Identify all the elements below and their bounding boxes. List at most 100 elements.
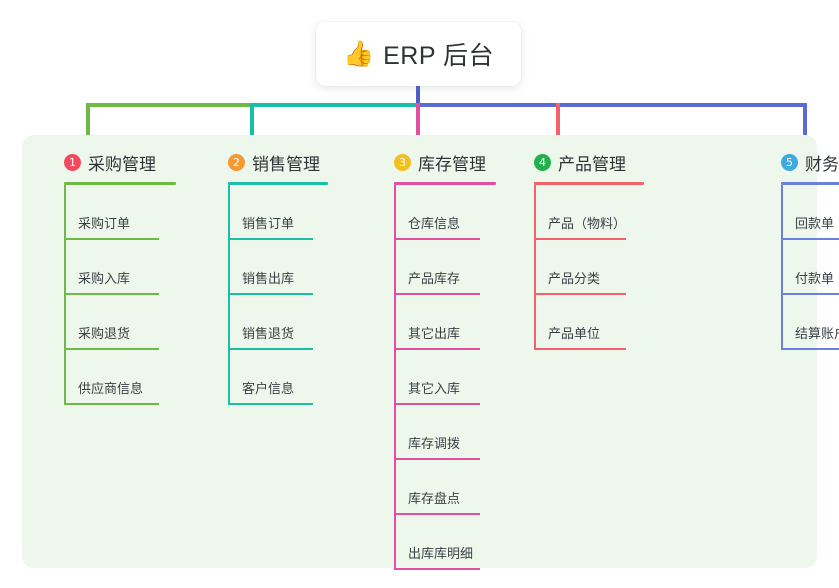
leaf-item-rule xyxy=(228,293,313,295)
leaf-item-rule xyxy=(64,348,159,350)
leaf-item[interactable]: 销售出库 xyxy=(214,240,354,295)
leaf-item-label: 其它入库 xyxy=(408,381,461,396)
bus-segment-teal xyxy=(250,103,418,107)
column-badge-3: 3 xyxy=(394,153,411,171)
leaf-item[interactable]: 库存调拨 xyxy=(380,405,520,460)
leaf-item[interactable]: 销售订单 xyxy=(214,185,354,240)
column-title-4: 产品管理 xyxy=(558,154,626,174)
column-title-2: 销售管理 xyxy=(252,154,320,174)
column-badge-1: 1 xyxy=(64,153,81,171)
column-header-1[interactable]: 1 采购管理 xyxy=(50,147,200,177)
column-title-5: 财务管理 xyxy=(805,154,839,174)
leaf-item-rule xyxy=(64,293,159,295)
leaf-item[interactable]: 库存盘点 xyxy=(380,460,520,515)
column-badge-5: 5 xyxy=(781,153,798,171)
leaf-item-label: 采购入库 xyxy=(78,271,131,286)
column-header-rule-1 xyxy=(64,182,176,185)
leaf-item[interactable]: 产品库存 xyxy=(380,240,520,295)
column-spine-1 xyxy=(64,185,66,405)
leaf-item-label: 仓库信息 xyxy=(408,216,461,231)
leaf-item[interactable]: 采购订单 xyxy=(50,185,200,240)
leaf-item-label: 出库库明细 xyxy=(408,546,474,561)
column-4: 4 产品管理产品（物料） 产品分类产品单位 xyxy=(520,147,670,350)
column-2: 2 销售管理销售订单销售出库销售退货客户信息 xyxy=(214,147,354,405)
leaf-item-rule xyxy=(534,293,626,295)
column-5: 5 财务管理回款单付款单结算账户 xyxy=(767,147,839,350)
root-node-card[interactable]: 👍 ERP 后台 xyxy=(316,22,521,86)
column-spine-4 xyxy=(534,185,536,350)
column-title-1: 采购管理 xyxy=(88,154,156,174)
drop-column-3 xyxy=(416,103,420,153)
leaf-item-label: 销售订单 xyxy=(242,216,295,231)
leaf-item[interactable]: 产品分类 xyxy=(520,240,670,295)
leaf-item[interactable]: 采购入库 xyxy=(50,240,200,295)
column-header-4[interactable]: 4 产品管理 xyxy=(520,147,670,177)
column-spine-3 xyxy=(394,185,396,570)
drop-column-1 xyxy=(86,103,90,153)
leaf-item-rule xyxy=(394,293,480,295)
leaf-item-rule xyxy=(534,348,626,350)
column-header-5[interactable]: 5 财务管理 xyxy=(767,147,839,177)
leaf-item-label: 产品库存 xyxy=(408,271,461,286)
leaf-item-label: 供应商信息 xyxy=(78,381,144,396)
leaf-item-rule xyxy=(781,238,839,240)
leaf-item[interactable]: 其它出库 xyxy=(380,295,520,350)
leaf-item-rule xyxy=(228,348,313,350)
leaf-item-rule xyxy=(394,458,480,460)
leaf-item[interactable]: 回款单 xyxy=(767,185,839,240)
leaf-item-rule xyxy=(534,238,626,240)
column-header-rule-3 xyxy=(394,182,496,185)
leaf-item-rule xyxy=(64,403,159,405)
drop-column-2 xyxy=(250,103,254,153)
leaf-item[interactable]: 付款单 xyxy=(767,240,839,295)
leaf-item[interactable]: 产品（物料） xyxy=(520,185,670,240)
leaf-item-label: 采购订单 xyxy=(78,216,131,231)
column-badge-2: 2 xyxy=(228,153,245,171)
column-header-2[interactable]: 2 销售管理 xyxy=(214,147,354,177)
leaf-item-label: 结算账户 xyxy=(795,326,839,341)
column-badge-4: 4 xyxy=(534,153,551,171)
leaf-item-label: 产品单位 xyxy=(548,326,601,341)
leaf-item-label: 客户信息 xyxy=(242,381,295,396)
column-header-rule-2 xyxy=(228,182,328,185)
mindmap-panel: 1 采购管理采购订单采购入库采购退货供应商信息 2 销售管理销售订单销售出库销售退货客… xyxy=(22,135,839,570)
leaf-item-rule xyxy=(781,293,839,295)
column-spine-2 xyxy=(228,185,230,405)
leaf-item-rule xyxy=(228,403,313,405)
column-items-4: 产品（物料） 产品分类产品单位 xyxy=(520,185,670,350)
leaf-item-label: 销售出库 xyxy=(242,271,295,286)
leaf-item-label: 付款单 xyxy=(795,271,835,286)
leaf-item-rule xyxy=(394,513,480,515)
leaf-item[interactable]: 客户信息 xyxy=(214,350,354,405)
root-title: ERP 后台 xyxy=(383,42,495,70)
leaf-item-rule xyxy=(394,568,480,570)
leaf-item[interactable]: 结算账户 xyxy=(767,295,839,350)
leaf-item[interactable]: 采购退货 xyxy=(50,295,200,350)
leaf-item-rule xyxy=(228,238,313,240)
bus-segment-green xyxy=(86,103,252,107)
column-items-3: 仓库信息产品库存其它出库其它入库库存调拨库存盘点出库库明细 xyxy=(380,185,520,570)
leaf-item[interactable]: 供应商信息 xyxy=(50,350,200,405)
drop-column-4 xyxy=(556,103,560,153)
root-stem-segment xyxy=(416,80,420,106)
leaf-item-label: 产品（物料） xyxy=(548,216,627,231)
leaf-item-rule xyxy=(394,348,480,350)
thumbs-up-icon: 👍 xyxy=(342,39,375,68)
column-header-rule-4 xyxy=(534,182,644,185)
leaf-item[interactable]: 产品单位 xyxy=(520,295,670,350)
leaf-item-rule xyxy=(64,238,159,240)
leaf-item[interactable]: 其它入库 xyxy=(380,350,520,405)
drop-column-5 xyxy=(803,103,807,153)
leaf-item[interactable]: 仓库信息 xyxy=(380,185,520,240)
leaf-item-label: 采购退货 xyxy=(78,326,131,341)
column-header-rule-5 xyxy=(781,182,839,185)
leaf-item-rule xyxy=(394,238,480,240)
leaf-item[interactable]: 销售退货 xyxy=(214,295,354,350)
leaf-item-label: 销售退货 xyxy=(242,326,295,341)
column-1: 1 采购管理采购订单采购入库采购退货供应商信息 xyxy=(50,147,200,405)
column-items-2: 销售订单销售出库销售退货客户信息 xyxy=(214,185,354,405)
leaf-item-rule xyxy=(394,403,480,405)
leaf-item[interactable]: 出库库明细 xyxy=(380,515,520,570)
